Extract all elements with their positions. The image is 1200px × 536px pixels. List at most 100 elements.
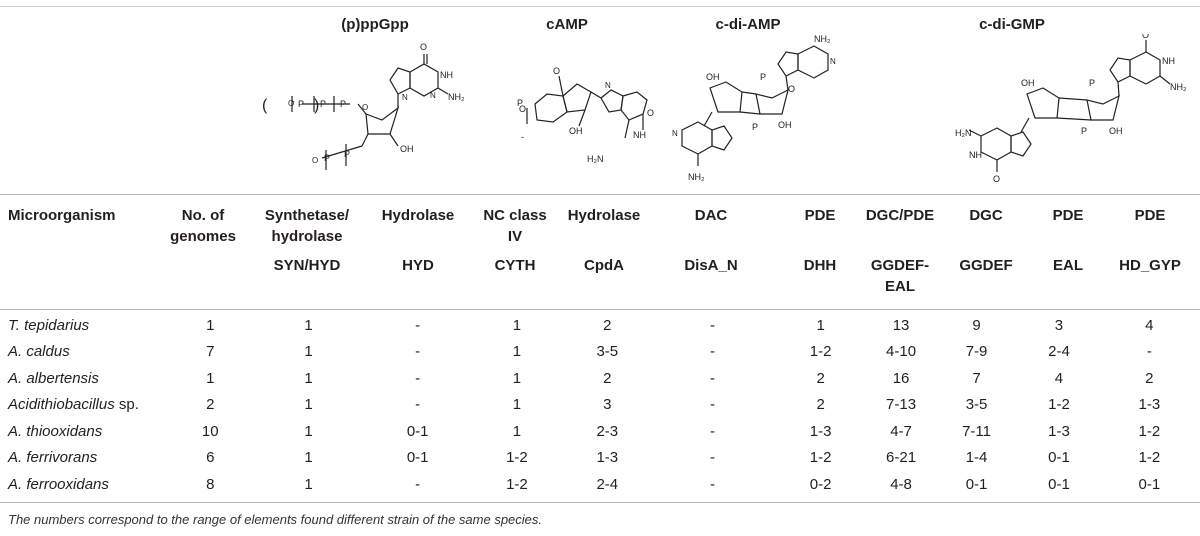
cell-genomes: 8 [206,475,215,493]
cell-dhh: 1-3 [809,422,832,440]
cell-ggdef: 9 [972,316,981,334]
cell-hd-gyp: 4 [1145,316,1154,334]
cell-hd-gyp: 0-1 [1138,475,1161,493]
svg-text:N: N [672,129,678,138]
svg-text:NH: NH [1162,56,1175,66]
header-nc: NC class IV [483,207,547,245]
cell-ggdef: 7 [972,369,981,387]
cell-hyd: - [415,369,421,387]
svg-text:H₂N: H₂N [955,128,972,138]
cell-genomes: 2 [206,396,215,414]
ppgpp-structure: O NH NH₂ N N OH O ( ) O - P P P O P P [262,42,465,170]
group-title-camp: cAMP [546,16,588,33]
cell-ggdef-eal: 16 [892,369,910,387]
header-dac-code: DisA_N [684,257,738,274]
cell-disa: - [709,369,715,387]
cell-cyth: 1 [512,396,522,414]
svg-text:(: ( [262,97,268,114]
cell-genomes: 1 [206,369,215,387]
table-row: A. albertensis 1 1 - 1 2 - 2 16 7 4 2 [0,365,1200,392]
header-dgcpde: DGC/PDE [865,207,935,224]
svg-text:O: O [362,103,368,112]
header-dgcpde-code: GGDEF- EAL [870,257,930,295]
cell-cyth: 1-2 [506,475,528,493]
cell-ggdef-eal: 13 [892,316,910,334]
header-rule [0,309,1200,310]
svg-text:N: N [402,93,408,102]
structures-rule [0,194,1200,195]
organism-cell: A. ferrivorans [8,449,98,467]
svg-text:P: P [752,122,758,132]
svg-text:P: P [1081,126,1087,136]
cell-cyth: 1 [512,316,522,334]
svg-text:OH: OH [1109,126,1123,136]
cell-cpda: 2-3 [596,422,619,440]
cell-eal: 1-3 [1048,422,1070,440]
svg-text:O: O [1142,34,1149,40]
data-table: T. tepidarius 1 1 - 1 2 - 1 13 9 3 4 A. … [0,312,1200,498]
cell-eal: 2-4 [1048,343,1070,361]
cell-syn-hyd: 1 [304,475,313,493]
organism-cell: A. caldus [8,343,70,361]
header-hyd-code: HYD [402,257,434,274]
cell-syn-hyd: 1 [304,396,313,414]
cell-dhh: 1-2 [809,343,832,361]
cell-dhh: 2 [816,396,825,414]
svg-text:NH₂: NH₂ [814,34,831,44]
svg-text:NH: NH [633,130,646,140]
cell-ggdef-eal: 6-21 [886,449,917,467]
organism-cell: A. thiooxidans [8,422,103,440]
cell-dhh: 2 [816,369,825,387]
svg-text:NH: NH [440,70,453,80]
table-row: A. ferrooxidans 8 1 - 1-2 2-4 - 0-2 4-8 … [0,471,1200,498]
cell-ggdef-eal: 7-13 [886,396,917,414]
cell-syn-hyd: 1 [304,449,313,467]
header-camp-hyd: Hydrolase [567,207,641,224]
cell-hyd: - [415,316,421,334]
cell-syn-hyd: 1 [304,369,313,387]
svg-text:P: P [320,99,326,109]
svg-text:-: - [292,97,295,106]
header-pde-hdgyp: PDE [1134,207,1166,224]
cell-hyd: - [415,343,421,361]
cell-disa: - [709,396,715,414]
cell-cpda: 3-5 [596,343,619,361]
cell-disa: - [709,316,715,334]
svg-text:P: P [340,99,346,109]
header-camp-hyd-code: CpdA [584,257,624,274]
header-genomes: No. of genomes [170,207,236,245]
header-pde-hdgyp-code: HD_GYP [1119,257,1181,274]
svg-text:P: P [760,72,766,82]
organism-cell: Acidithiobacillus sp. [8,396,139,414]
cell-genomes: 6 [206,449,215,467]
cell-hd-gyp: - [1146,343,1152,361]
svg-text:O: O [647,108,654,118]
svg-text:): ) [314,97,319,114]
cell-cyth: 1 [512,422,522,440]
svg-text:O: O [288,99,294,108]
svg-text:O: O [420,42,427,52]
svg-text:O: O [519,104,526,114]
cell-ggdef-eal: 4-10 [886,343,917,361]
cell-ggdef: 7-11 [962,422,991,440]
header-pde: PDE [804,207,836,224]
svg-text:O: O [553,66,560,76]
cell-cpda: 1-3 [596,449,619,467]
svg-text:OH: OH [1021,78,1035,88]
svg-text:P: P [1089,78,1095,88]
cell-disa: - [709,422,715,440]
group-title-ppgpp: (p)ppGpp [341,16,409,33]
cell-eal: 0-1 [1048,475,1070,493]
cell-syn-hyd: 1 [304,422,313,440]
svg-text:NH₂: NH₂ [1170,82,1187,92]
header-pde-eal-code: EAL [1053,257,1083,274]
cdigmp-structure: O NH NH₂ P P OH OH H₂N NH O [955,34,1187,184]
svg-text:NH₂: NH₂ [448,92,465,102]
svg-text:O: O [312,156,318,165]
cell-hyd: 0-1 [406,449,429,467]
svg-text:N: N [430,91,436,100]
table-row: A. thiooxidans 10 1 0-1 1 2-3 - 1-3 4-7 … [0,418,1200,445]
cell-eal: 0-1 [1048,449,1070,467]
cell-ggdef-eal: 4-8 [890,475,912,493]
cdiamp-structure: NH₂ N O P P OH OH NH₂ N [672,34,836,182]
